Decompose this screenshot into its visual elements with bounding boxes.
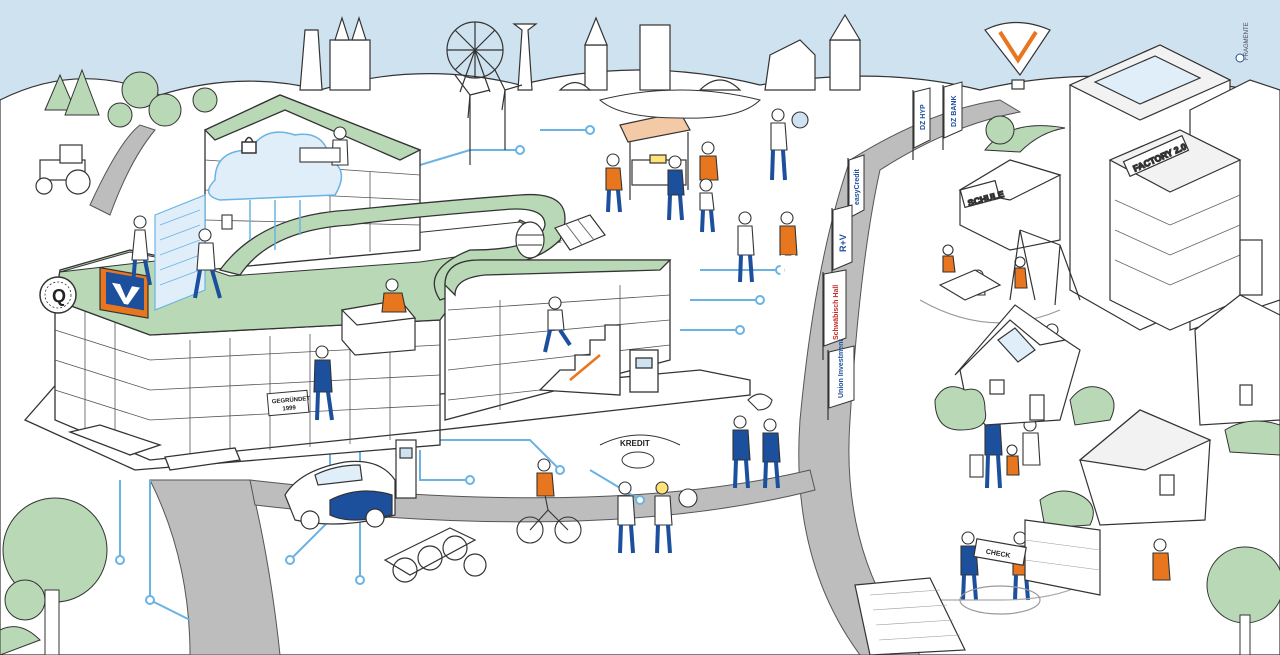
handshake-people bbox=[732, 393, 781, 489]
house-solar bbox=[954, 304, 1081, 426]
check-sign: CHECK bbox=[973, 538, 1027, 566]
house-right bbox=[1194, 294, 1280, 426]
tractor bbox=[35, 144, 91, 195]
church bbox=[764, 39, 816, 91]
person-data-wall bbox=[131, 215, 152, 286]
solar-panel-roof bbox=[554, 214, 606, 251]
circuit-network bbox=[115, 125, 785, 621]
credit-people bbox=[617, 481, 698, 554]
credit-label: KREDIT bbox=[620, 439, 650, 448]
tv-tower bbox=[512, 23, 538, 91]
flag-row: DZ HYP DZ BANK easyCredit R+V Schwäbisch… bbox=[822, 81, 963, 420]
factory-buildings: FACTORY 2.0 bbox=[1068, 44, 1280, 331]
corner-logo-icon bbox=[1235, 53, 1245, 63]
high-rise bbox=[639, 24, 671, 91]
house-homeoffice bbox=[1078, 409, 1212, 526]
main-road-left bbox=[149, 479, 281, 655]
main-road-right bbox=[798, 99, 1022, 655]
charging-station bbox=[395, 439, 417, 499]
person-desk-roof bbox=[299, 126, 349, 166]
city-skyline bbox=[299, 13, 862, 93]
founded-year: 1999 bbox=[282, 405, 296, 412]
church-tower bbox=[584, 44, 608, 91]
steeple-church bbox=[829, 39, 861, 91]
left-road bbox=[89, 124, 156, 216]
q-badge-text: Q bbox=[52, 286, 66, 306]
bank-logo-sign bbox=[99, 266, 149, 319]
cyclist bbox=[516, 458, 582, 544]
person-stairs bbox=[543, 296, 572, 353]
pond bbox=[598, 89, 761, 119]
left-tree bbox=[0, 497, 108, 655]
flag-label-2: DZ BANK bbox=[951, 96, 958, 128]
corner-logo-text: FRAGMENTE bbox=[1244, 22, 1250, 60]
person-suit bbox=[313, 345, 334, 421]
flag-label-5: Schwäbisch Hall bbox=[833, 285, 840, 340]
flag-label-6: Union Investment bbox=[838, 339, 845, 398]
soccer-field bbox=[854, 519, 1101, 655]
flag-2: DZ BANK bbox=[942, 81, 963, 150]
market-people bbox=[605, 141, 719, 233]
flag-6: Union Investment bbox=[827, 339, 855, 420]
flag-4: R+V bbox=[831, 204, 853, 290]
beehive bbox=[515, 221, 545, 259]
right-greenery bbox=[934, 386, 1280, 655]
flag-3: easyCredit bbox=[847, 154, 865, 240]
person-tablet bbox=[193, 214, 233, 299]
flag-label-1: DZ HYP bbox=[920, 104, 927, 130]
credit-sign: KREDIT bbox=[599, 434, 681, 469]
flag-label-4: R+V bbox=[838, 234, 848, 252]
founded-sign: GEGRÜNDET 1999 bbox=[266, 389, 311, 417]
data-wall bbox=[154, 194, 206, 311]
quality-badge: Q bbox=[39, 276, 77, 314]
electric-car bbox=[284, 460, 396, 530]
flag-5: Schwäbisch Hall bbox=[822, 269, 847, 360]
twisted-tower bbox=[299, 29, 323, 91]
founded-label: GEGRÜNDET bbox=[272, 395, 311, 405]
cathedral bbox=[329, 39, 371, 91]
flag-1: DZ HYP bbox=[912, 87, 931, 160]
person-phone bbox=[381, 278, 407, 313]
flag-label-3: easyCredit bbox=[854, 169, 861, 205]
playground bbox=[919, 229, 1081, 324]
school-building: SCHULE bbox=[958, 159, 1062, 251]
check-label: CHECK bbox=[985, 549, 1011, 560]
tree-school bbox=[985, 115, 1015, 145]
bike-rack bbox=[383, 527, 487, 583]
meeting-people bbox=[737, 211, 798, 286]
left-forest bbox=[44, 68, 218, 128]
person-globe bbox=[770, 108, 809, 181]
wind-turbines bbox=[454, 69, 523, 165]
hot-air-balloon bbox=[984, 21, 1051, 90]
